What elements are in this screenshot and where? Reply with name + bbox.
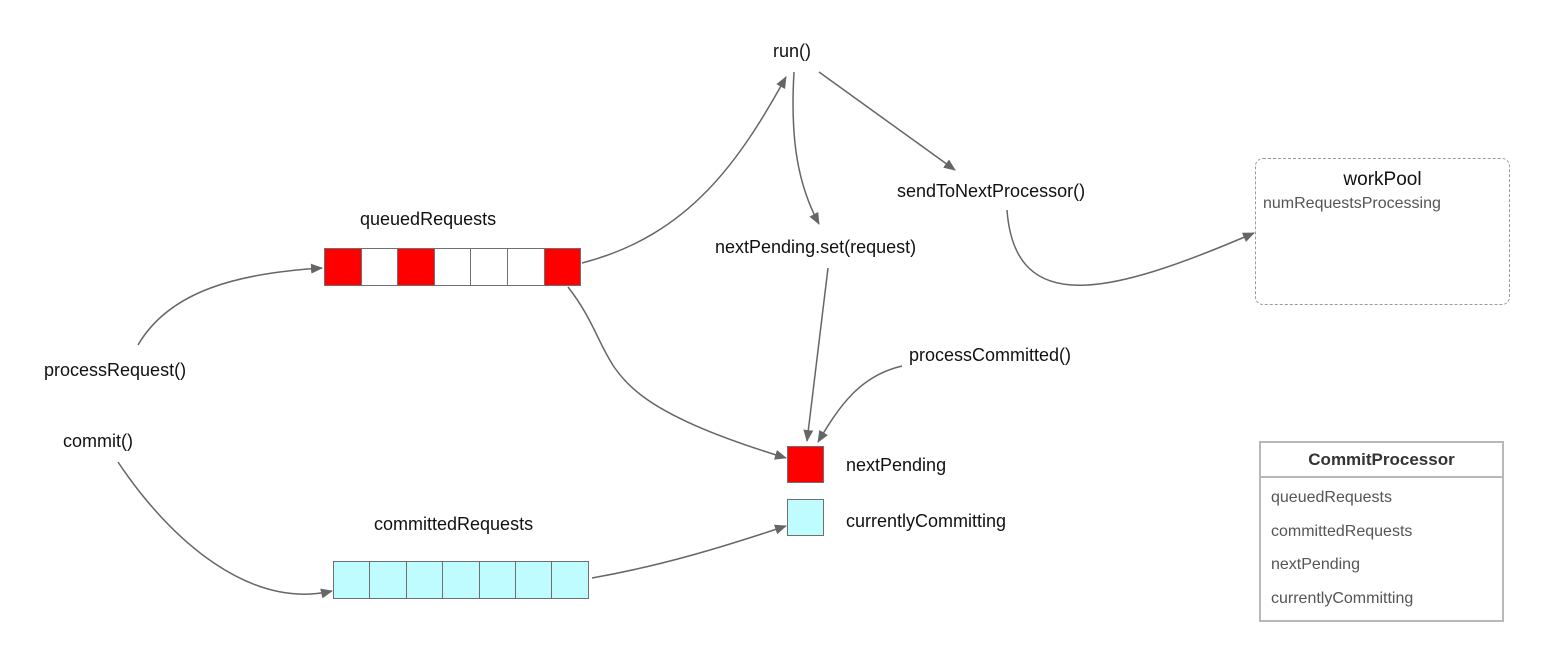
run-label: run(): [773, 41, 812, 61]
arrow-queued-to-nextpending: [567, 286, 787, 460]
queue-cell-filled: [397, 248, 435, 286]
commit-processor-field: committedRequests: [1271, 522, 1413, 540]
commit-processor-field: nextPending: [1271, 556, 1360, 573]
queue-cell-filled: [478, 561, 516, 599]
send-to-next-processor-label: sendToNextProcessor(): [897, 181, 1086, 201]
work-pool-field: numRequestsProcessing: [1263, 195, 1441, 212]
next-pending-label: nextPending: [846, 455, 947, 475]
arrow-queued-to-run: [581, 76, 787, 264]
commit-processor-box: CommitProcessor queuedRequests committed…: [1259, 441, 1504, 622]
queued-requests-queue: [324, 248, 582, 286]
queue-cell-filled: [369, 561, 407, 599]
queue-cell-empty: [433, 248, 472, 286]
work-pool-title: workPool: [1343, 169, 1422, 190]
arrow-processrequest-to-queued: [137, 263, 323, 346]
commit-processor-field: queuedRequests: [1271, 489, 1392, 506]
next-pending-set-label: nextPending.set(request): [715, 237, 917, 257]
queue-cell-filled: [405, 561, 444, 599]
queue-cell-empty: [470, 248, 508, 286]
work-pool-box: workPool numRequestsProcessing: [1255, 158, 1510, 305]
queued-requests-label: queuedRequests: [360, 209, 497, 229]
queue-cell-filled: [543, 248, 582, 286]
currently-committing-slot: [787, 499, 824, 536]
arrow-sendtonext-to-workpool: [1006, 209, 1255, 286]
next-pending-slot: [787, 446, 824, 483]
arrow-run-to-nextpending-set: [792, 71, 820, 225]
currently-committing-label: currentlyCommitting: [846, 511, 1007, 531]
arrow-processcommitted-to-nextpending: [817, 365, 903, 443]
process-request-label: processRequest(): [44, 360, 187, 380]
queue-cell-filled: [442, 561, 480, 599]
process-committed-label: processCommitted(): [909, 345, 1072, 365]
commit-label: commit(): [63, 431, 133, 451]
queue-cell-filled: [514, 561, 553, 599]
commit-processor-title: CommitProcessor: [1261, 443, 1502, 478]
arrow-commit-to-committed: [117, 461, 333, 599]
arrow-run-to-sendtonext: [818, 71, 956, 171]
committed-requests-queue: [333, 561, 589, 599]
queue-cell-filled: [551, 561, 589, 599]
queue-cell-empty: [506, 248, 545, 286]
committed-requests-label: committedRequests: [374, 514, 534, 534]
arrow-nextpending-set-to-nextpending: [803, 267, 829, 442]
queue-cell-filled: [324, 248, 362, 286]
queue-cell-empty: [360, 248, 399, 286]
queue-cell-filled: [333, 561, 371, 599]
arrow-committed-to-currentlycommitting: [591, 524, 787, 579]
commit-processor-field: currentlyCommitting: [1271, 589, 1414, 607]
